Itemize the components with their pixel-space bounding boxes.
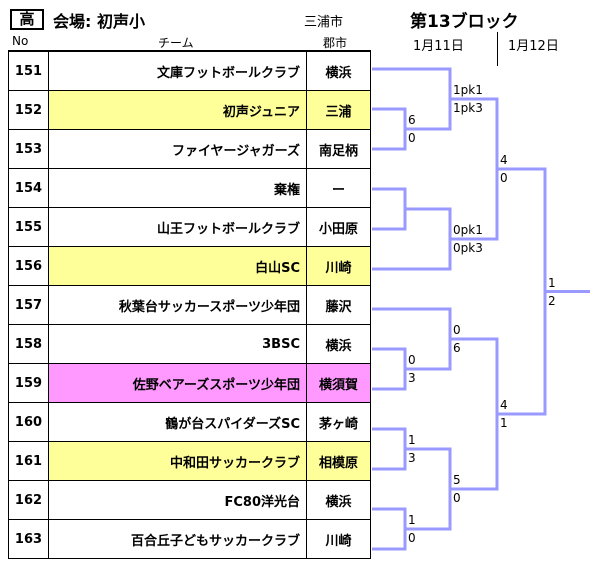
- team-city: 藤沢: [306, 285, 371, 325]
- bracket-final: [497, 167, 547, 416]
- score-final-bottom: 2: [548, 293, 556, 308]
- bracket-r1-152-153: [372, 107, 407, 151]
- score-r3-b-top: 4: [500, 398, 508, 412]
- bracket-r3-a: [450, 97, 499, 241]
- score-final-top: 1: [548, 275, 556, 290]
- venue-city: 三浦市: [304, 15, 344, 30]
- team-name: 初声ジュニア: [48, 90, 307, 130]
- column-header-team: チーム: [158, 36, 194, 50]
- team-city: 横浜: [306, 324, 371, 364]
- team-city: 三浦: [306, 90, 371, 130]
- block-title: 第13ブロック: [410, 12, 519, 32]
- bracket-r1-154-155: [372, 187, 407, 231]
- score-r2-155: 0pk1: [453, 223, 483, 237]
- score-r2-157: 0: [453, 323, 461, 337]
- score-r2-152: 1pk3: [453, 101, 483, 115]
- team-number: 159: [8, 363, 49, 403]
- team-number: 158: [8, 324, 49, 364]
- team-name: 鶴が台スパイダーズSC: [48, 402, 307, 442]
- score-160: 1: [408, 433, 416, 447]
- score-159: 3: [408, 371, 416, 385]
- score-158: 0: [408, 353, 416, 367]
- team-name: 文庫フットボールクラブ: [48, 50, 307, 91]
- team-name: 佐野ベアーズスポーツ少年団: [48, 363, 307, 403]
- team-name: 山王フットボールクラブ: [48, 207, 307, 247]
- score-r3-a-top: 4: [500, 153, 508, 167]
- team-city: 川崎: [306, 519, 371, 559]
- level-badge: 高: [10, 9, 44, 30]
- team-city: 南足柄: [306, 129, 371, 169]
- team-number: 162: [8, 480, 49, 520]
- score-r3-b-bottom: 1: [500, 416, 508, 430]
- score-r2-159: 6: [453, 341, 461, 355]
- score-161: 3: [408, 451, 416, 465]
- team-city: 茅ヶ崎: [306, 402, 371, 442]
- team-number: 157: [8, 285, 49, 325]
- column-header-city: 郡市: [323, 36, 348, 50]
- score-152: 6: [408, 113, 416, 127]
- team-city: ー: [306, 168, 371, 208]
- score-r2-161: 5: [453, 473, 461, 487]
- bracket-r2-155-156: [372, 207, 452, 271]
- team-name: 百合丘子どもサッカークラブ: [48, 519, 307, 559]
- team-city: 横須賀: [306, 363, 371, 403]
- score-r2-151: 1pk1: [453, 83, 483, 97]
- column-header-no: No: [12, 34, 29, 48]
- team-number: 152: [8, 90, 49, 130]
- team-number: 163: [8, 519, 49, 559]
- bracket-r3-b: [450, 337, 499, 491]
- bracket-r1-160-161: [372, 427, 407, 471]
- score-r2-156: 0pk3: [453, 241, 483, 255]
- score-r3-a-bottom: 0: [500, 171, 508, 185]
- score-163: 0: [408, 531, 416, 545]
- bracket-r1-162-163: [372, 507, 407, 551]
- date-day1: 1月11日: [413, 39, 464, 54]
- score-r2-163: 0: [453, 491, 461, 505]
- team-city: 横浜: [306, 480, 371, 520]
- team-city: 小田原: [306, 207, 371, 247]
- team-city: 横浜: [306, 50, 371, 91]
- team-city: 相模原: [306, 441, 371, 481]
- bracket-r1-158-159: [372, 347, 407, 391]
- team-number: 153: [8, 129, 49, 169]
- score-153: 0: [408, 131, 416, 145]
- team-number: 155: [8, 207, 49, 247]
- team-number: 154: [8, 168, 49, 208]
- team-name: FC80洋光台: [48, 480, 307, 520]
- score-162: 1: [408, 513, 416, 527]
- date-divider: [497, 32, 498, 66]
- team-name: ファイヤージャガーズ: [48, 129, 307, 169]
- date-day2: 1月12日: [508, 39, 559, 54]
- venue-title: 会場: 初声小: [53, 12, 145, 31]
